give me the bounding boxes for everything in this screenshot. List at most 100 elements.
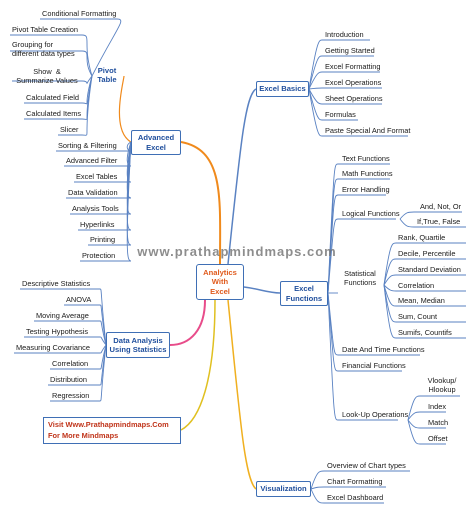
leaf-introduction: Introduction xyxy=(325,30,364,39)
visit-link-box[interactable]: Visit Www.Prathapmindmaps.Com For More M… xyxy=(43,417,181,444)
connector-basics-leaf xyxy=(308,88,323,121)
connector-statistical-leaf xyxy=(383,274,397,286)
connector-function-leaf xyxy=(327,218,339,294)
connector-pivot-table xyxy=(118,75,132,143)
connector-lookup-leaf xyxy=(407,395,421,421)
leaf-sum-count: Sum, Count xyxy=(398,312,438,321)
statistical-functions-node: Statistical Functions xyxy=(343,269,377,287)
connector-basics-leaf xyxy=(308,88,323,137)
connector-statistical-leaf xyxy=(383,284,397,339)
connector-data-analysis-leaf xyxy=(99,344,107,402)
leaf-rank-quartile: Rank, Quartile xyxy=(398,233,446,242)
leaf-printing: Printing xyxy=(90,235,116,244)
leaf-conditional-formatting: Conditional Formatting xyxy=(42,9,117,18)
excel-basics-node: Excel Basics xyxy=(256,81,309,97)
excel-basics-label: Excel Basics xyxy=(259,84,306,94)
leaf-overview-chart-types: Overview of Chart types xyxy=(327,461,406,470)
data-analysis-label: Data Analysis Using Statistics xyxy=(109,335,167,354)
leaf-advanced-filter: Advanced Filter xyxy=(66,156,118,165)
leaf-show-summarize: Show & Summarize Values xyxy=(16,67,78,85)
leaf-error-handling: Error Handling xyxy=(342,185,390,194)
leaf-and-not-or: And, Not, Or xyxy=(420,202,462,211)
root-node: Analytics With Excel xyxy=(196,264,244,300)
excel-functions-node: Excel Functions xyxy=(280,281,328,306)
leaf-offset: Offset xyxy=(428,434,448,443)
data-analysis-node: Data Analysis Using Statistics xyxy=(106,332,170,358)
leaf-hyperlinks: Hyperlinks xyxy=(80,220,115,229)
connector-logical-leaf xyxy=(399,211,415,220)
leaf-calculated-field: Calculated Field xyxy=(26,93,79,102)
branch-visualization xyxy=(227,299,257,490)
connector-data-analysis-leaf xyxy=(99,344,107,370)
leaf-regression: Regression xyxy=(52,391,90,400)
leaf-standard-deviation: Standard Deviation xyxy=(398,265,461,274)
leaf-correlation-da: Correlation xyxy=(52,359,89,368)
visit-line-1: Visit Www.Prathapmindmaps.Com xyxy=(48,420,169,429)
leaf-match: Match xyxy=(428,418,449,427)
connector-basics-leaf xyxy=(308,55,323,90)
leaf-protection: Protection xyxy=(82,251,116,260)
pivot-table-label: Pivot Table xyxy=(97,66,117,85)
connector-basics-leaf xyxy=(308,71,323,90)
connector-visualization-leaf xyxy=(310,488,325,504)
branch-visit xyxy=(180,299,216,431)
branch-excel-functions xyxy=(243,286,281,294)
branch-data-analysis xyxy=(169,299,206,346)
leaf-analysis-tools: Analysis Tools xyxy=(72,204,119,213)
connector-statistical-leaf xyxy=(383,284,397,292)
lookup-operations-node: Look-Up Operations xyxy=(342,410,409,419)
leaf-sorting-filtering: Sorting & Filtering xyxy=(58,141,117,150)
connector-function-leaf xyxy=(327,292,339,421)
connector-pivot-leaf xyxy=(81,75,93,84)
pivot-table-node: Pivot Table xyxy=(90,66,124,85)
connector-function-leaf xyxy=(327,194,339,294)
leaf-descriptive-statistics: Descriptive Statistics xyxy=(22,279,91,288)
watermark: www.prathapmindmaps.com xyxy=(137,244,337,259)
connector-basics-leaf xyxy=(308,39,323,90)
connector-basics-leaf xyxy=(308,87,323,90)
connector-pivot-leaf xyxy=(81,75,93,105)
connector-visualization-leaf xyxy=(310,470,325,490)
leaf-chart-formatting: Chart Formatting xyxy=(327,477,383,486)
leaf-math-functions: Math Functions xyxy=(342,169,393,178)
leaf-text-functions: Text Functions xyxy=(342,154,390,163)
leaf-financial-functions: Financial Functions xyxy=(342,361,406,370)
advanced-excel-node: Advanced Excel xyxy=(131,130,181,155)
leaf-if-true-false: If,True, False xyxy=(417,217,461,226)
branch-advanced-excel xyxy=(180,141,222,265)
connector-pivot-leaf xyxy=(81,34,93,77)
connector-pivot-leaf xyxy=(81,75,93,136)
leaf-excel-tables: Excel Tables xyxy=(76,172,118,181)
leaf-data-validation: Data Validation xyxy=(68,188,118,197)
leaf-date-time-functions: Date And Time Functions xyxy=(342,345,425,354)
connector-data-analysis-leaf xyxy=(99,336,107,346)
connector-statistical-leaf xyxy=(383,242,397,286)
leaf-calculated-items: Calculated Items xyxy=(26,109,82,118)
leaf-excel-dashboard: Excel Dashboard xyxy=(327,493,384,502)
leaf-distribution: Distribution xyxy=(50,375,87,384)
visualization-label: Visualization xyxy=(260,484,307,494)
leaf-measuring-covariance: Measuring Covariance xyxy=(16,343,90,352)
connector-data-analysis-leaf xyxy=(99,320,107,346)
root-label: Analytics With Excel xyxy=(203,267,237,296)
connector-pivot-leaf xyxy=(81,75,93,120)
leaf-index: Index xyxy=(428,402,447,411)
leaf-formulas: Formulas xyxy=(325,110,356,119)
leaf-paste-special: Paste Special And Format xyxy=(325,126,411,135)
connector-pivot-leaf xyxy=(81,50,93,77)
connector-lookup-leaf xyxy=(407,411,421,421)
connector-pivot-leaf xyxy=(91,18,122,77)
excel-functions-label: Excel Functions xyxy=(285,284,323,303)
connector-statistical-leaf xyxy=(383,258,397,286)
leaf-decile-percentile: Decile, Percentile xyxy=(398,249,456,258)
connector-function-leaf xyxy=(327,292,339,372)
branch-excel-basics xyxy=(227,88,257,265)
connector-lookup-leaf xyxy=(407,419,421,445)
leaf-excel-operations: Excel Operations xyxy=(325,78,382,87)
connector-lookup-leaf xyxy=(407,419,421,429)
leaf-vlookup-hlookup: Vlookup/ Hlookup xyxy=(427,376,457,394)
connector-basics-leaf xyxy=(308,88,323,105)
leaf-mean-median: Mean, Median xyxy=(398,296,445,305)
